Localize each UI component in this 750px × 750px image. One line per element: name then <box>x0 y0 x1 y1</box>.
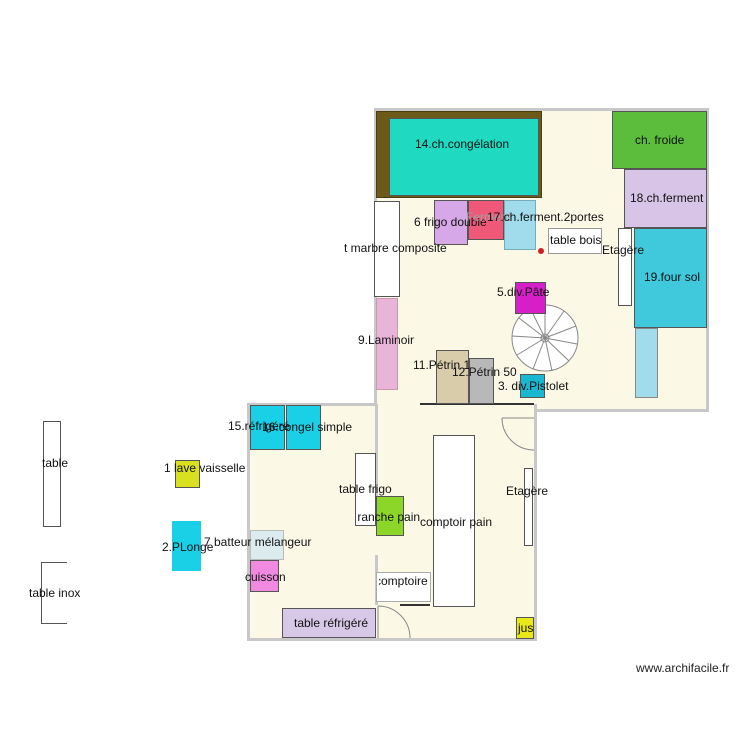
refrigerated-table[interactable] <box>282 608 376 638</box>
label-congel-simple: 16.congel simple <box>262 420 353 434</box>
label-petrin50: 12.Pétrin 50 <box>452 365 517 379</box>
label-etagere-lower: Etagère <box>506 484 549 498</box>
laminoir[interactable] <box>376 298 398 390</box>
label-table-left: table <box>42 456 69 470</box>
label-jus: jus <box>518 621 534 635</box>
ferment-room[interactable] <box>624 169 707 228</box>
label-refrig: 15.réfrigéré <box>228 419 290 433</box>
bread-slicer[interactable] <box>376 496 404 536</box>
label-ch-ferment: 18.ch.ferment <box>630 191 704 205</box>
wall <box>534 409 709 412</box>
cooking-station[interactable] <box>250 560 279 592</box>
ferment-2portes[interactable] <box>504 200 536 250</box>
wall <box>706 108 709 412</box>
spiral-staircase <box>511 304 579 372</box>
counter-comptoire[interactable] <box>376 572 431 602</box>
table-frigo[interactable] <box>355 453 376 526</box>
label-table-bois: table bois <box>550 233 602 247</box>
fridge-refrigere[interactable] <box>250 405 285 450</box>
cold-room-congelation[interactable] <box>389 118 539 196</box>
label-etagere-upper: Etagère <box>602 243 645 257</box>
door-arc <box>377 605 411 639</box>
door-arc <box>501 417 535 451</box>
wall <box>247 403 250 640</box>
table-bois[interactable] <box>548 228 602 254</box>
label-table-frigo: table frigo <box>339 482 392 496</box>
label-plonge: 2.PLonge <box>162 540 214 554</box>
dishwasher[interactable] <box>175 460 200 488</box>
table-left[interactable] <box>43 421 61 527</box>
label-four-sol: 19.four sol <box>644 270 701 284</box>
oven-extension[interactable] <box>635 328 658 398</box>
label-petrin1: 11.Pétrin 1 <box>413 358 471 372</box>
label-div-pistolet: 3. div.Pistolet <box>498 379 569 393</box>
petrin-50[interactable] <box>469 358 494 404</box>
label-laminoir: 9.Laminoir <box>358 333 415 347</box>
wall <box>247 638 536 641</box>
petrin-1[interactable] <box>436 350 469 404</box>
label-frigo-double: 6 frigo double <box>414 215 487 229</box>
freezer-congel-simple[interactable] <box>286 405 321 450</box>
mixer-batteur[interactable] <box>250 530 284 560</box>
wall <box>400 604 430 606</box>
label-cuisson: cuisson <box>245 570 286 584</box>
sink-plonge[interactable] <box>172 521 201 571</box>
wall <box>420 403 534 405</box>
label-ch-ferment-2portes: 17.ch.ferment.2portes <box>487 210 604 224</box>
wall <box>534 404 537 641</box>
label-table-refrigere: table réfrigéré <box>294 616 369 630</box>
marker-dot <box>538 248 544 254</box>
label-table-inox: table inox <box>29 586 81 600</box>
fridge-red[interactable] <box>468 200 504 240</box>
label-div-pate: 5.div.Pâte <box>497 285 550 299</box>
wall <box>247 403 377 406</box>
table-inox[interactable] <box>41 562 67 624</box>
oven-four-sol[interactable] <box>634 228 707 328</box>
label-comptoire: comptoire <box>375 574 428 588</box>
wall <box>374 108 708 111</box>
watermark: www.archifacile.fr <box>636 661 730 675</box>
divider-pate[interactable] <box>515 282 546 314</box>
label-ch-froide: ch. froide <box>635 133 685 147</box>
bread-counter[interactable] <box>433 435 475 607</box>
label-ferment-overlap: Ferment <box>466 210 511 224</box>
cold-room-froide[interactable] <box>612 111 707 169</box>
juice-station[interactable] <box>516 617 534 639</box>
shelf-lower[interactable] <box>524 468 533 546</box>
fridge-double[interactable] <box>434 200 468 245</box>
label-ch-congelation: 14.ch.congélation <box>415 137 510 151</box>
divider-pistolet[interactable] <box>520 374 545 398</box>
label-batteur: 7 batteur mélangeur <box>204 535 312 549</box>
label-tranche-pain: tranche pain <box>354 510 421 524</box>
shelf-upper[interactable] <box>618 228 632 306</box>
label-lave-vaisselle: 1 lave vaisselle <box>164 461 246 475</box>
label-comptoir-pain: comptoir pain <box>420 515 493 529</box>
label-marbre: t marbre composite <box>344 241 447 255</box>
wall <box>375 404 378 524</box>
marble-table[interactable] <box>374 201 400 297</box>
